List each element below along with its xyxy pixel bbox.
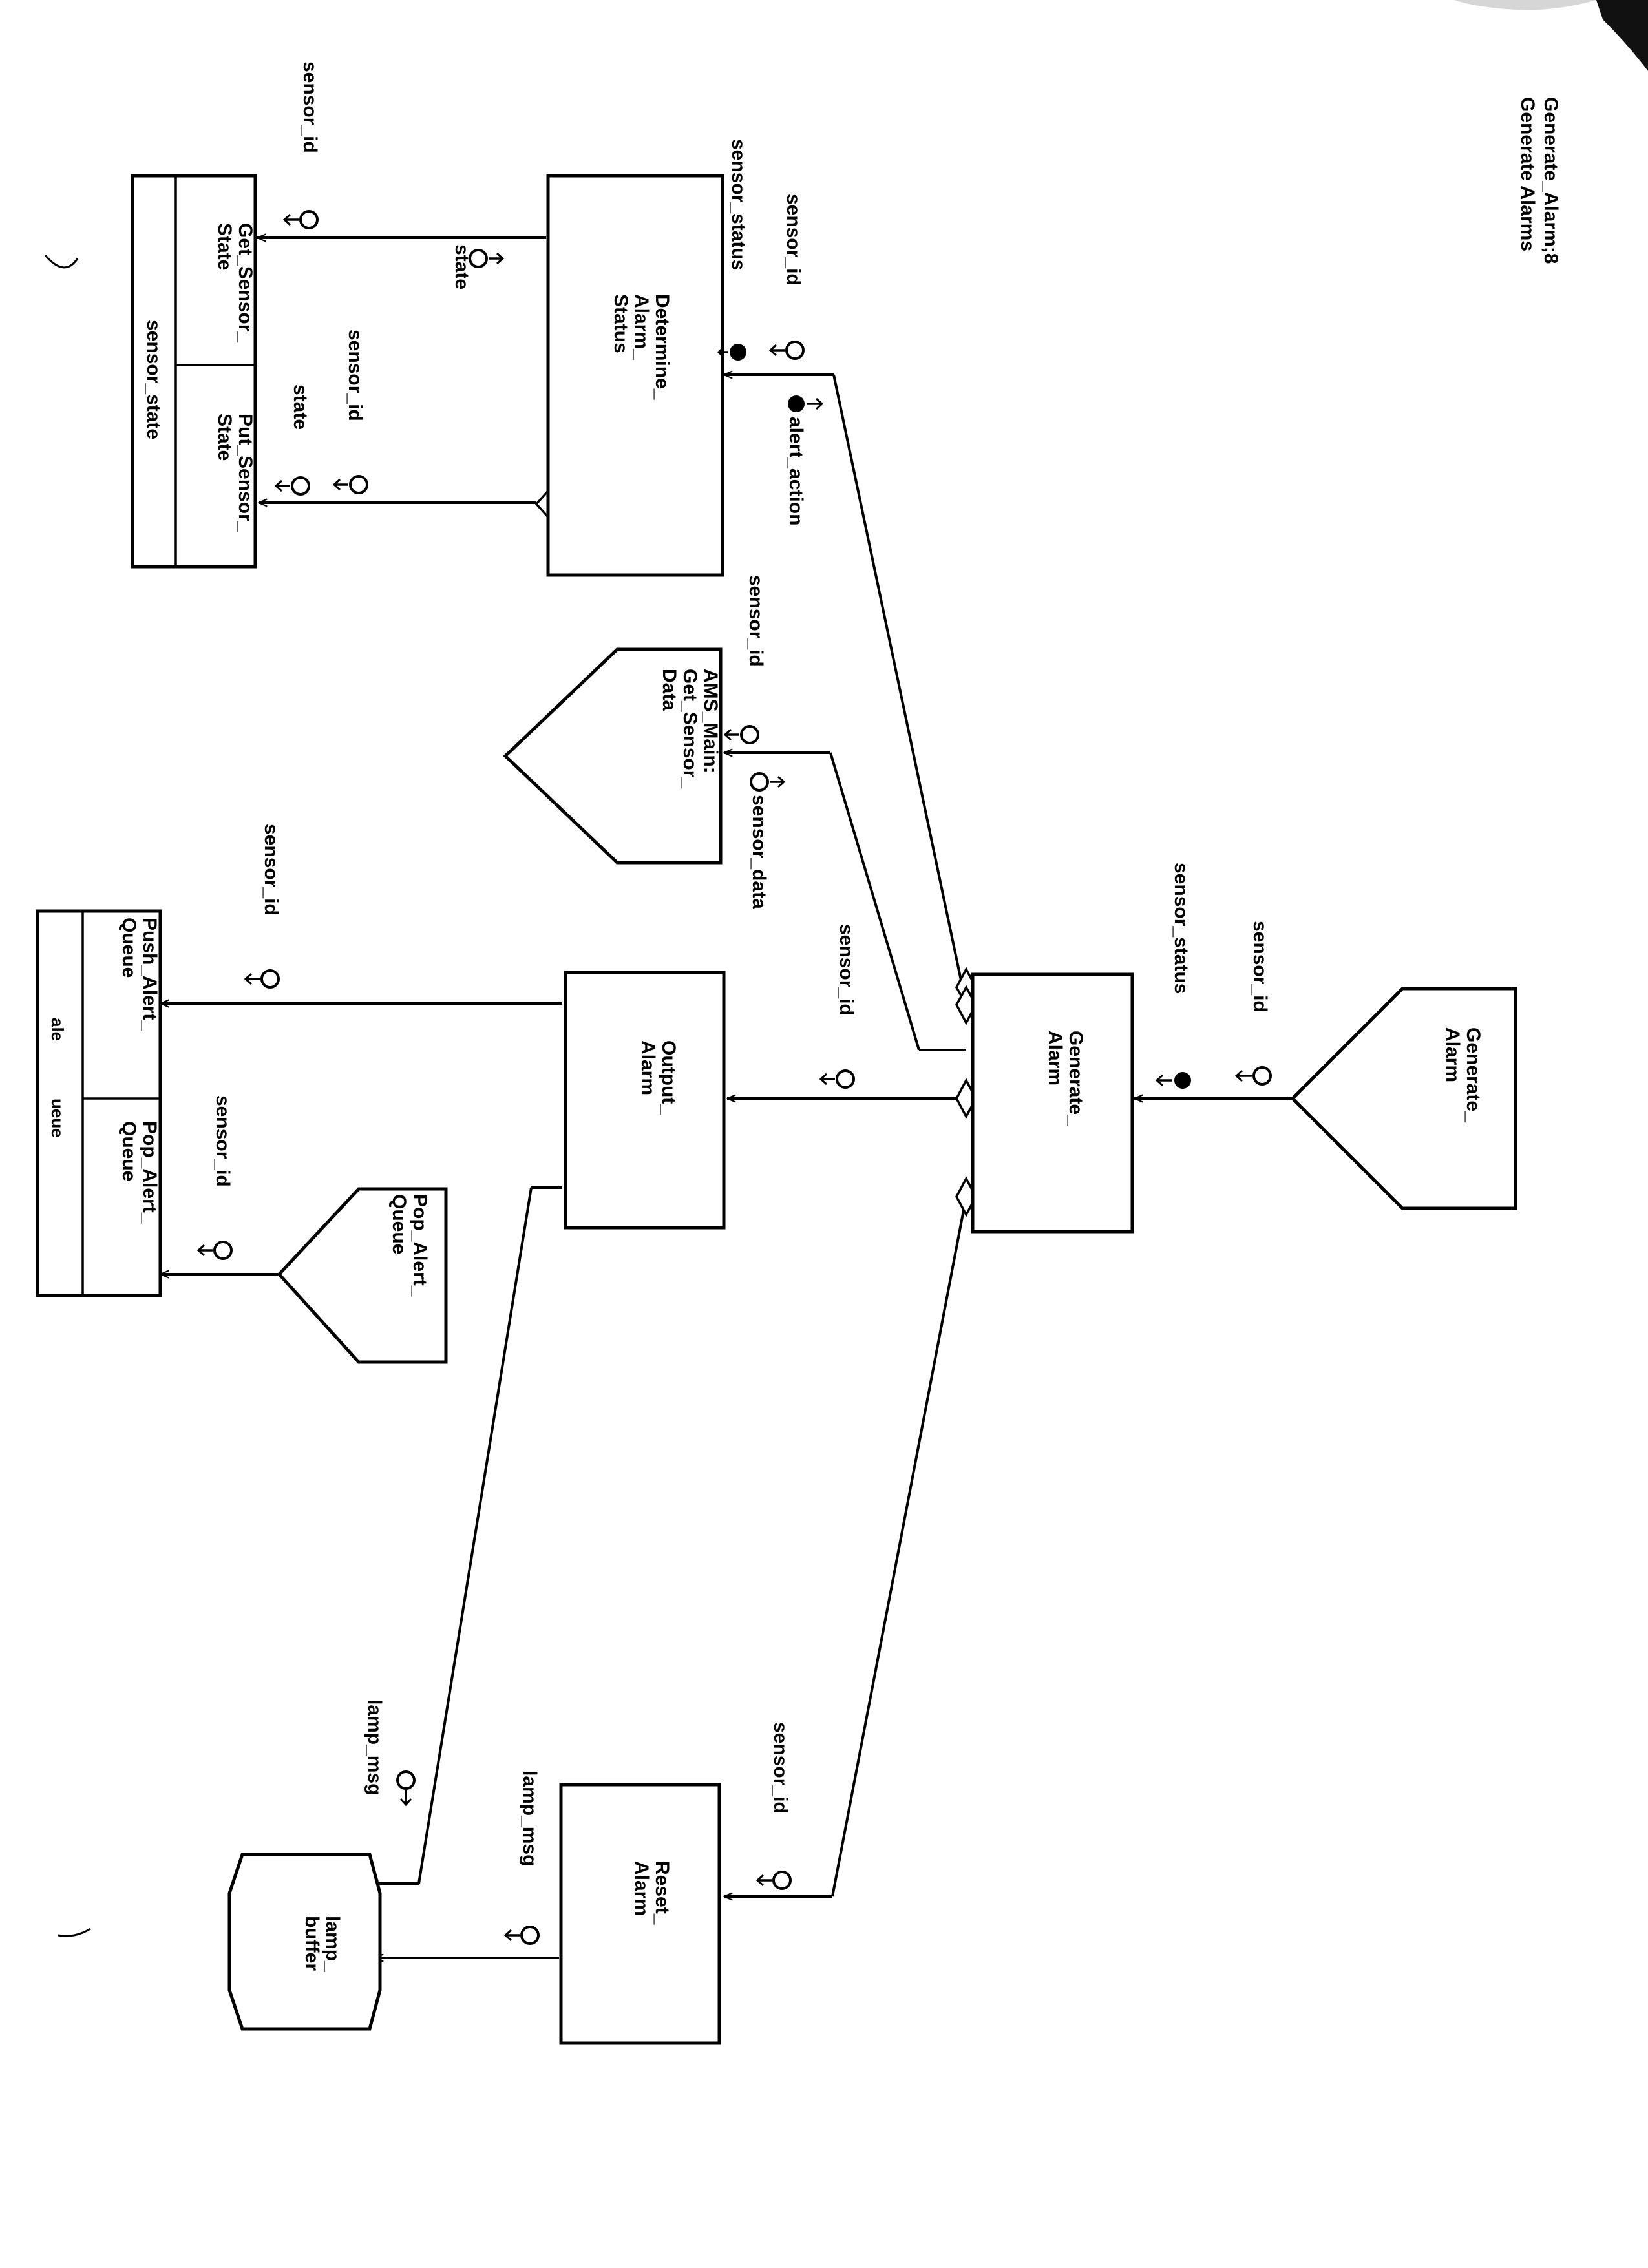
op-get-sensor-state-line1: Get_Sensor_ <box>235 223 256 342</box>
op-put-sensor-state-line1: Put_Sensor_ <box>235 414 256 532</box>
couples <box>196 210 1272 1945</box>
flow-label-sensor-id: sensor_id <box>212 1095 233 1187</box>
flow-label-sensor-status: sensor_status <box>1170 863 1192 994</box>
data-couple-icon <box>768 341 805 360</box>
op-pop-alert-queue-line2: Queue <box>118 1121 140 1181</box>
module-label-line1: Output_ <box>658 1040 679 1115</box>
entry-label-line1: Generate_ <box>1463 1027 1484 1122</box>
op-pop-alert-queue-line1: Pop_Alert_ <box>139 1121 160 1224</box>
flow-label-lamp-msg: lamp_msg <box>364 1699 385 1795</box>
package-alert-queue: Push_Alert_ Queue Pop_Alert_ Queue ale u… <box>36 909 162 1297</box>
package-data-label: sensor_state <box>143 320 164 439</box>
package-data-label-part1: ale <box>48 1018 67 1041</box>
call-generate-to-determine-a <box>832 374 967 1005</box>
module-label-line1: AMS_Main: <box>700 669 721 773</box>
data-couple-icon <box>819 1069 855 1089</box>
flow-label-sensor-id: sensor_id <box>836 924 857 1016</box>
flow-label-lamp-msg: lamp_msg <box>519 1770 540 1866</box>
module-determine-alarm-status: Determine_ Alarm_ Status <box>546 174 724 577</box>
data-couple-icon <box>503 1926 540 1945</box>
control-flag-icon <box>1155 1072 1191 1089</box>
module-label-line2: Alarm <box>631 1861 652 1916</box>
package-sensor-state: Get_Sensor_ State Put_Sensor_ State sens… <box>131 174 257 569</box>
control-flag-icon <box>788 395 824 412</box>
entry-label-line2: Alarm <box>1442 1027 1463 1082</box>
scan-mark <box>58 1927 91 1937</box>
data-couple-icon <box>274 476 310 496</box>
module-label-line2: Alarm <box>637 1040 659 1095</box>
module-box <box>559 1783 721 2045</box>
module-lamp-buffer: lamp_ buffer <box>227 1853 382 2031</box>
flow-label-sensor-id: sensor_id <box>745 575 766 667</box>
flow-label-sensor-id: sensor_id <box>299 61 321 153</box>
op-push-alert-queue-line2: Queue <box>118 918 140 978</box>
op-put-sensor-state-line2: State <box>214 414 235 461</box>
flow-label-sensor-data: sensor_data <box>748 795 770 909</box>
flow-label-sensor-id: sensor_id <box>783 194 804 286</box>
module-ams-main-get-sensor-data: AMS_Main: Get_Sensor_ Data <box>503 647 723 865</box>
module-box <box>971 972 1134 1234</box>
control-flag-icon <box>717 344 746 361</box>
flow-label-state: state <box>451 244 472 289</box>
off-page-connector-shape <box>277 1187 448 1364</box>
flow-label-sensor-id: sensor_id <box>770 1722 791 1814</box>
call-generate-to-ams-b <box>829 752 920 1051</box>
data-couple-icon <box>282 210 319 229</box>
module-label-line1: Generate_ <box>1065 1031 1086 1126</box>
module-label-line2: Get_Sensor_ <box>679 669 701 788</box>
module-label-line1: Determine_ <box>651 294 673 400</box>
diagram-title: Generate Alarms <box>1517 97 1538 251</box>
entry-generate-alarm: Generate_ Alarm <box>1290 987 1517 1210</box>
module-output-alarm: Output_ Alarm <box>564 971 726 1230</box>
scan-smudge-light <box>1454 0 1596 10</box>
entry-label-line1: Pop_Alert_ <box>409 1194 430 1297</box>
module-box <box>564 971 726 1230</box>
op-get-sensor-state-line2: State <box>214 223 235 270</box>
module-label-line1: Reset_ <box>651 1861 673 1925</box>
flow-label-sensor-id: sensor_id <box>344 330 366 421</box>
op-push-alert-queue-line1: Push_Alert_ <box>139 918 160 1031</box>
module-generate-alarm: Generate_ Alarm <box>971 972 1134 1234</box>
module-label-line1: lamp_ <box>322 1916 343 1972</box>
diagram-id: Generate_Alarm;8 <box>1540 97 1561 264</box>
module-label-line2: Alarm_ <box>631 294 652 360</box>
module-box <box>546 174 724 577</box>
call-generate-to-reset-a <box>831 1196 967 1897</box>
data-couple-icon <box>469 249 505 268</box>
module-label-line2: Alarm <box>1044 1031 1066 1086</box>
flow-label-state: state <box>290 384 311 430</box>
data-couple-icon <box>755 1871 792 1890</box>
module-reset-alarm: Reset_ Alarm <box>559 1783 721 2045</box>
package-box <box>36 909 162 1297</box>
entry-label-line2: Queue <box>388 1194 410 1254</box>
header: Generate_Alarm;8 Generate Alarms <box>1517 97 1561 264</box>
data-couple-icon <box>196 1241 233 1260</box>
scan-smudge <box>1596 0 1648 71</box>
flow-label-sensor-id: sensor_id <box>260 824 282 916</box>
data-couple-icon <box>750 772 786 792</box>
module-label-line2: buffer <box>301 1916 322 1971</box>
flow-labels: sensor_id sensor_status sensor_id sensor… <box>212 61 1271 1866</box>
hexagon-shape <box>227 1853 382 2031</box>
data-couple-icon <box>723 725 759 744</box>
module-label-line3: Status <box>610 294 631 353</box>
package-box <box>131 174 257 569</box>
module-label-line3: Data <box>659 669 680 711</box>
call-output-to-lamp-b <box>417 1187 533 1884</box>
scan-mark <box>44 255 79 269</box>
package-data-label-part2: ueue <box>48 1098 67 1138</box>
data-couple-icon <box>244 969 280 989</box>
data-couple-icon <box>1234 1066 1272 1086</box>
data-couple-icon <box>332 475 368 494</box>
flow-label-alert-action: alert_action <box>785 417 807 525</box>
flow-label-sensor-status: sensor_status <box>728 139 749 270</box>
entry-pop-alert-queue: Pop_Alert_ Queue <box>277 1187 448 1364</box>
off-page-connector-shape <box>1290 987 1517 1210</box>
off-page-connector-shape <box>503 647 723 865</box>
connections <box>160 238 1293 1958</box>
data-couple-icon <box>396 1770 416 1807</box>
flow-label-sensor-id: sensor_id <box>1249 921 1271 1013</box>
